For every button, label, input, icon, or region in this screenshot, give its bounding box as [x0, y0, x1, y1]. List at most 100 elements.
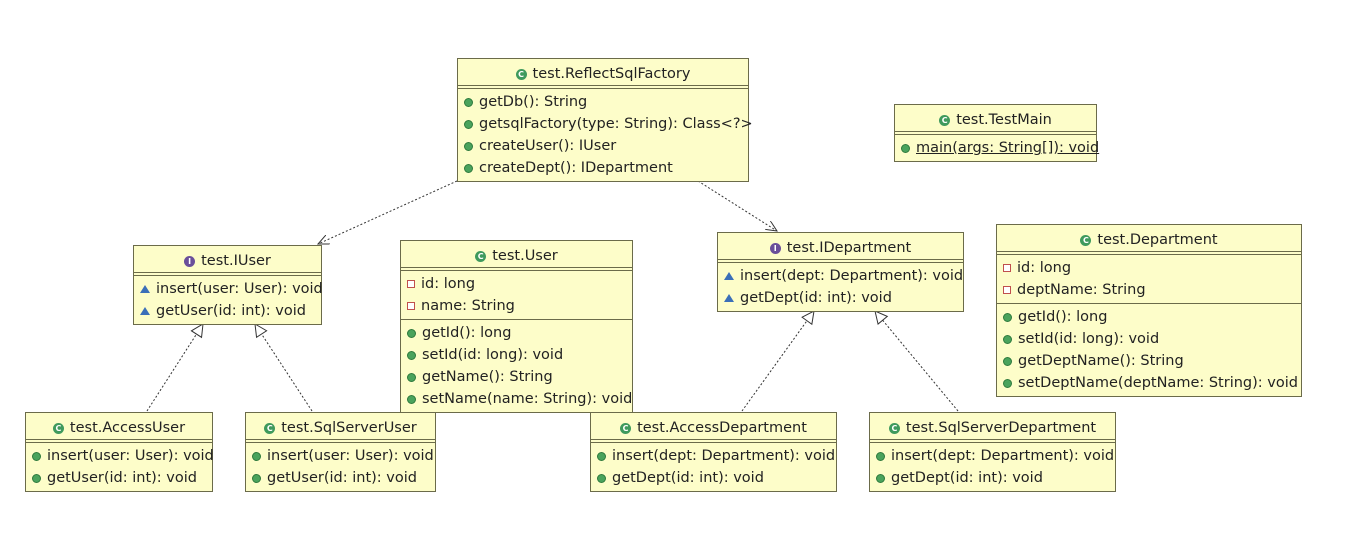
class-icon: C	[475, 251, 487, 262]
method-text: insert(dept: Department): void	[740, 268, 964, 284]
public-icon	[407, 394, 416, 404]
private-icon	[1003, 264, 1011, 272]
class-icon: C	[888, 423, 900, 434]
method-text: getUser(id: int): void	[47, 470, 197, 486]
public-icon	[464, 141, 473, 151]
method-row: insert(dept: Department): void	[870, 445, 1115, 467]
attribute-list: id: long name: String	[401, 271, 632, 319]
class-name: test.AccessUser	[69, 420, 186, 436]
method-text: getDb(): String	[479, 94, 588, 110]
method-row: insert(user: User): void	[246, 445, 435, 467]
method-row: getUser(id: int): void	[246, 467, 435, 489]
public-icon	[464, 163, 473, 173]
method-text: setId(id: long): void	[422, 347, 564, 363]
package-icon	[140, 307, 150, 315]
class-name: test.IDepartment	[786, 240, 912, 256]
method-row: setDeptName(deptName: String): void	[997, 372, 1301, 394]
attribute-text: id: long	[1017, 260, 1072, 276]
method-list: getId(): long setId(id: long): void getNam…	[401, 319, 632, 412]
class-name: test.IUser	[201, 253, 271, 269]
method-list: insert(user: User): void getUser(id: int)…	[26, 443, 214, 491]
method-row: insert(dept: Department): void	[591, 445, 836, 467]
method-row: main(args: String[]): void	[895, 137, 1099, 159]
method-row: getName(): String	[401, 366, 632, 388]
method-row: insert(user: User): void	[26, 445, 214, 467]
public-icon	[252, 473, 261, 483]
public-icon	[901, 143, 910, 153]
method-row: getId(): long	[997, 306, 1301, 328]
class-name: test.ReflectSqlFactory	[532, 66, 691, 82]
class-icon: C	[939, 115, 951, 126]
method-text: createUser(): IUser	[479, 138, 617, 154]
attribute-row: id: long	[997, 257, 1301, 279]
method-row: setId(id: long): void	[401, 344, 632, 366]
method-text: setName(name: String): void	[422, 391, 633, 407]
class-icon: C	[515, 69, 527, 80]
realization-accessdept-to-idepartment	[741, 311, 814, 412]
method-text: insert(dept: Department): void	[612, 448, 836, 464]
method-text: getDept(id: int): void	[891, 470, 1043, 486]
method-row: setId(id: long): void	[997, 328, 1301, 350]
method-text: getName(): String	[422, 369, 553, 385]
dependency-factory-to-iuser	[318, 180, 458, 244]
class-name: test.AccessDepartment	[637, 420, 807, 436]
method-row: insert(dept: Department): void	[718, 265, 963, 287]
method-text: getUser(id: int): void	[267, 470, 417, 486]
private-icon	[407, 280, 415, 288]
public-icon	[32, 451, 41, 461]
method-row: getDept(id: int): void	[870, 467, 1115, 489]
class-icon: C	[264, 423, 276, 434]
method-text: getId(): long	[422, 325, 512, 341]
class-icon: C	[620, 423, 632, 434]
method-text: insert(user: User): void	[267, 448, 434, 464]
class-icon: C	[52, 423, 64, 434]
attribute-text: id: long	[421, 276, 476, 292]
method-row: createDept(): IDepartment	[458, 157, 748, 179]
method-row: getDept(id: int): void	[591, 467, 836, 489]
method-list: insert(dept: Department): void getDept(id…	[591, 443, 836, 491]
public-icon	[252, 451, 261, 461]
method-row: insert(user: User): void	[134, 278, 323, 300]
class-name: test.SqlServerUser	[281, 420, 417, 436]
method-text: setDeptName(deptName: String): void	[1018, 375, 1298, 391]
class-icon: C	[1080, 235, 1092, 246]
method-row: createUser(): IUser	[458, 135, 748, 157]
method-text: insert(user: User): void	[47, 448, 214, 464]
class-name: test.TestMain	[956, 112, 1052, 128]
private-icon	[1003, 286, 1011, 294]
realization-sqlserverdept-to-idepartment	[875, 311, 959, 412]
public-icon	[407, 372, 416, 382]
public-icon	[597, 473, 606, 483]
class-name: test.SqlServerDepartment	[905, 420, 1097, 436]
attribute-text: name: String	[421, 298, 515, 314]
method-row: getUser(id: int): void	[26, 467, 212, 489]
method-text: insert(user: User): void	[156, 281, 323, 297]
method-list: insert(user: User): void getUser(id: int)…	[246, 443, 435, 491]
public-icon	[597, 451, 606, 461]
method-row: getId(): long	[401, 322, 632, 344]
method-text: insert(dept: Department): void	[891, 448, 1115, 464]
attribute-row: id: long	[401, 273, 632, 295]
method-text: getDeptName(): String	[1018, 353, 1184, 369]
public-icon	[1003, 356, 1012, 366]
private-icon	[407, 302, 415, 310]
